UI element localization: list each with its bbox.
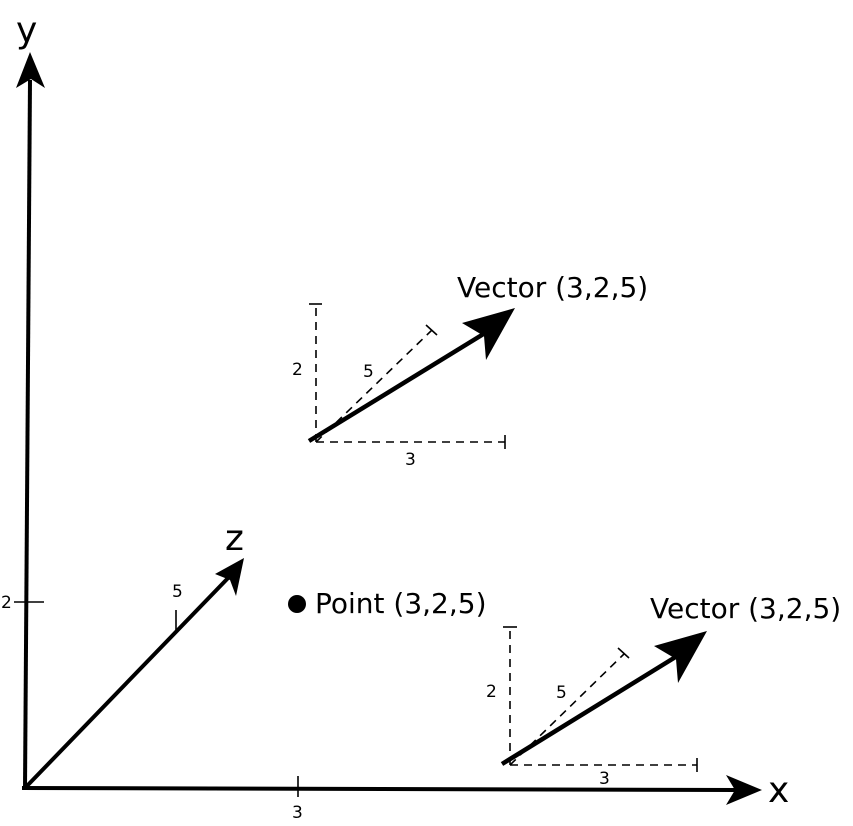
vector-upper-arrowhead — [462, 308, 515, 360]
vector-lower-y-label: 2 — [486, 682, 497, 702]
point-label: Point (3,2,5) — [315, 587, 487, 620]
vector-upper-x-label: 3 — [405, 450, 416, 470]
point-dot — [288, 595, 306, 613]
x-axis: x — [21, 770, 789, 811]
z-axis: z — [23, 518, 244, 790]
vector-lower-z-guide — [509, 653, 625, 766]
vector-upper: 2 3 5 Vector (3,2,5) — [292, 271, 648, 470]
vector-lower-x-label: 3 — [599, 769, 610, 789]
z-axis-arrowhead — [215, 558, 244, 596]
y-axis-arrowhead — [16, 52, 45, 88]
vector-upper-z-guide-cap — [425, 324, 438, 336]
x-axis-arrowhead — [726, 775, 762, 805]
vector-upper-label: Vector (3,2,5) — [457, 271, 648, 304]
x-axis-label: x — [768, 770, 789, 811]
vector-lower: 2 3 5 Vector (3,2,5) — [486, 592, 841, 789]
vector-upper-y-label: 2 — [292, 360, 303, 380]
x-tick-label: 3 — [292, 803, 303, 823]
z-tick-label: 5 — [172, 582, 183, 602]
y-tick-label: 2 — [1, 593, 12, 613]
y-axis-label: y — [16, 10, 37, 51]
axis-ticks: 3 2 5 — [1, 582, 303, 823]
vector-upper-shaft — [307, 328, 492, 443]
y-axis: y — [16, 10, 45, 789]
vector-lower-z-label: 5 — [556, 683, 567, 703]
z-axis-label: z — [225, 518, 244, 559]
vector-upper-z-label: 5 — [363, 362, 374, 382]
vector-lower-z-guide-cap — [617, 647, 630, 659]
vector-lower-arrowhead — [654, 631, 707, 683]
vector-lower-label: Vector (3,2,5) — [650, 592, 841, 625]
point-marker: Point (3,2,5) — [288, 587, 487, 620]
vector-lower-shaft — [500, 651, 684, 766]
